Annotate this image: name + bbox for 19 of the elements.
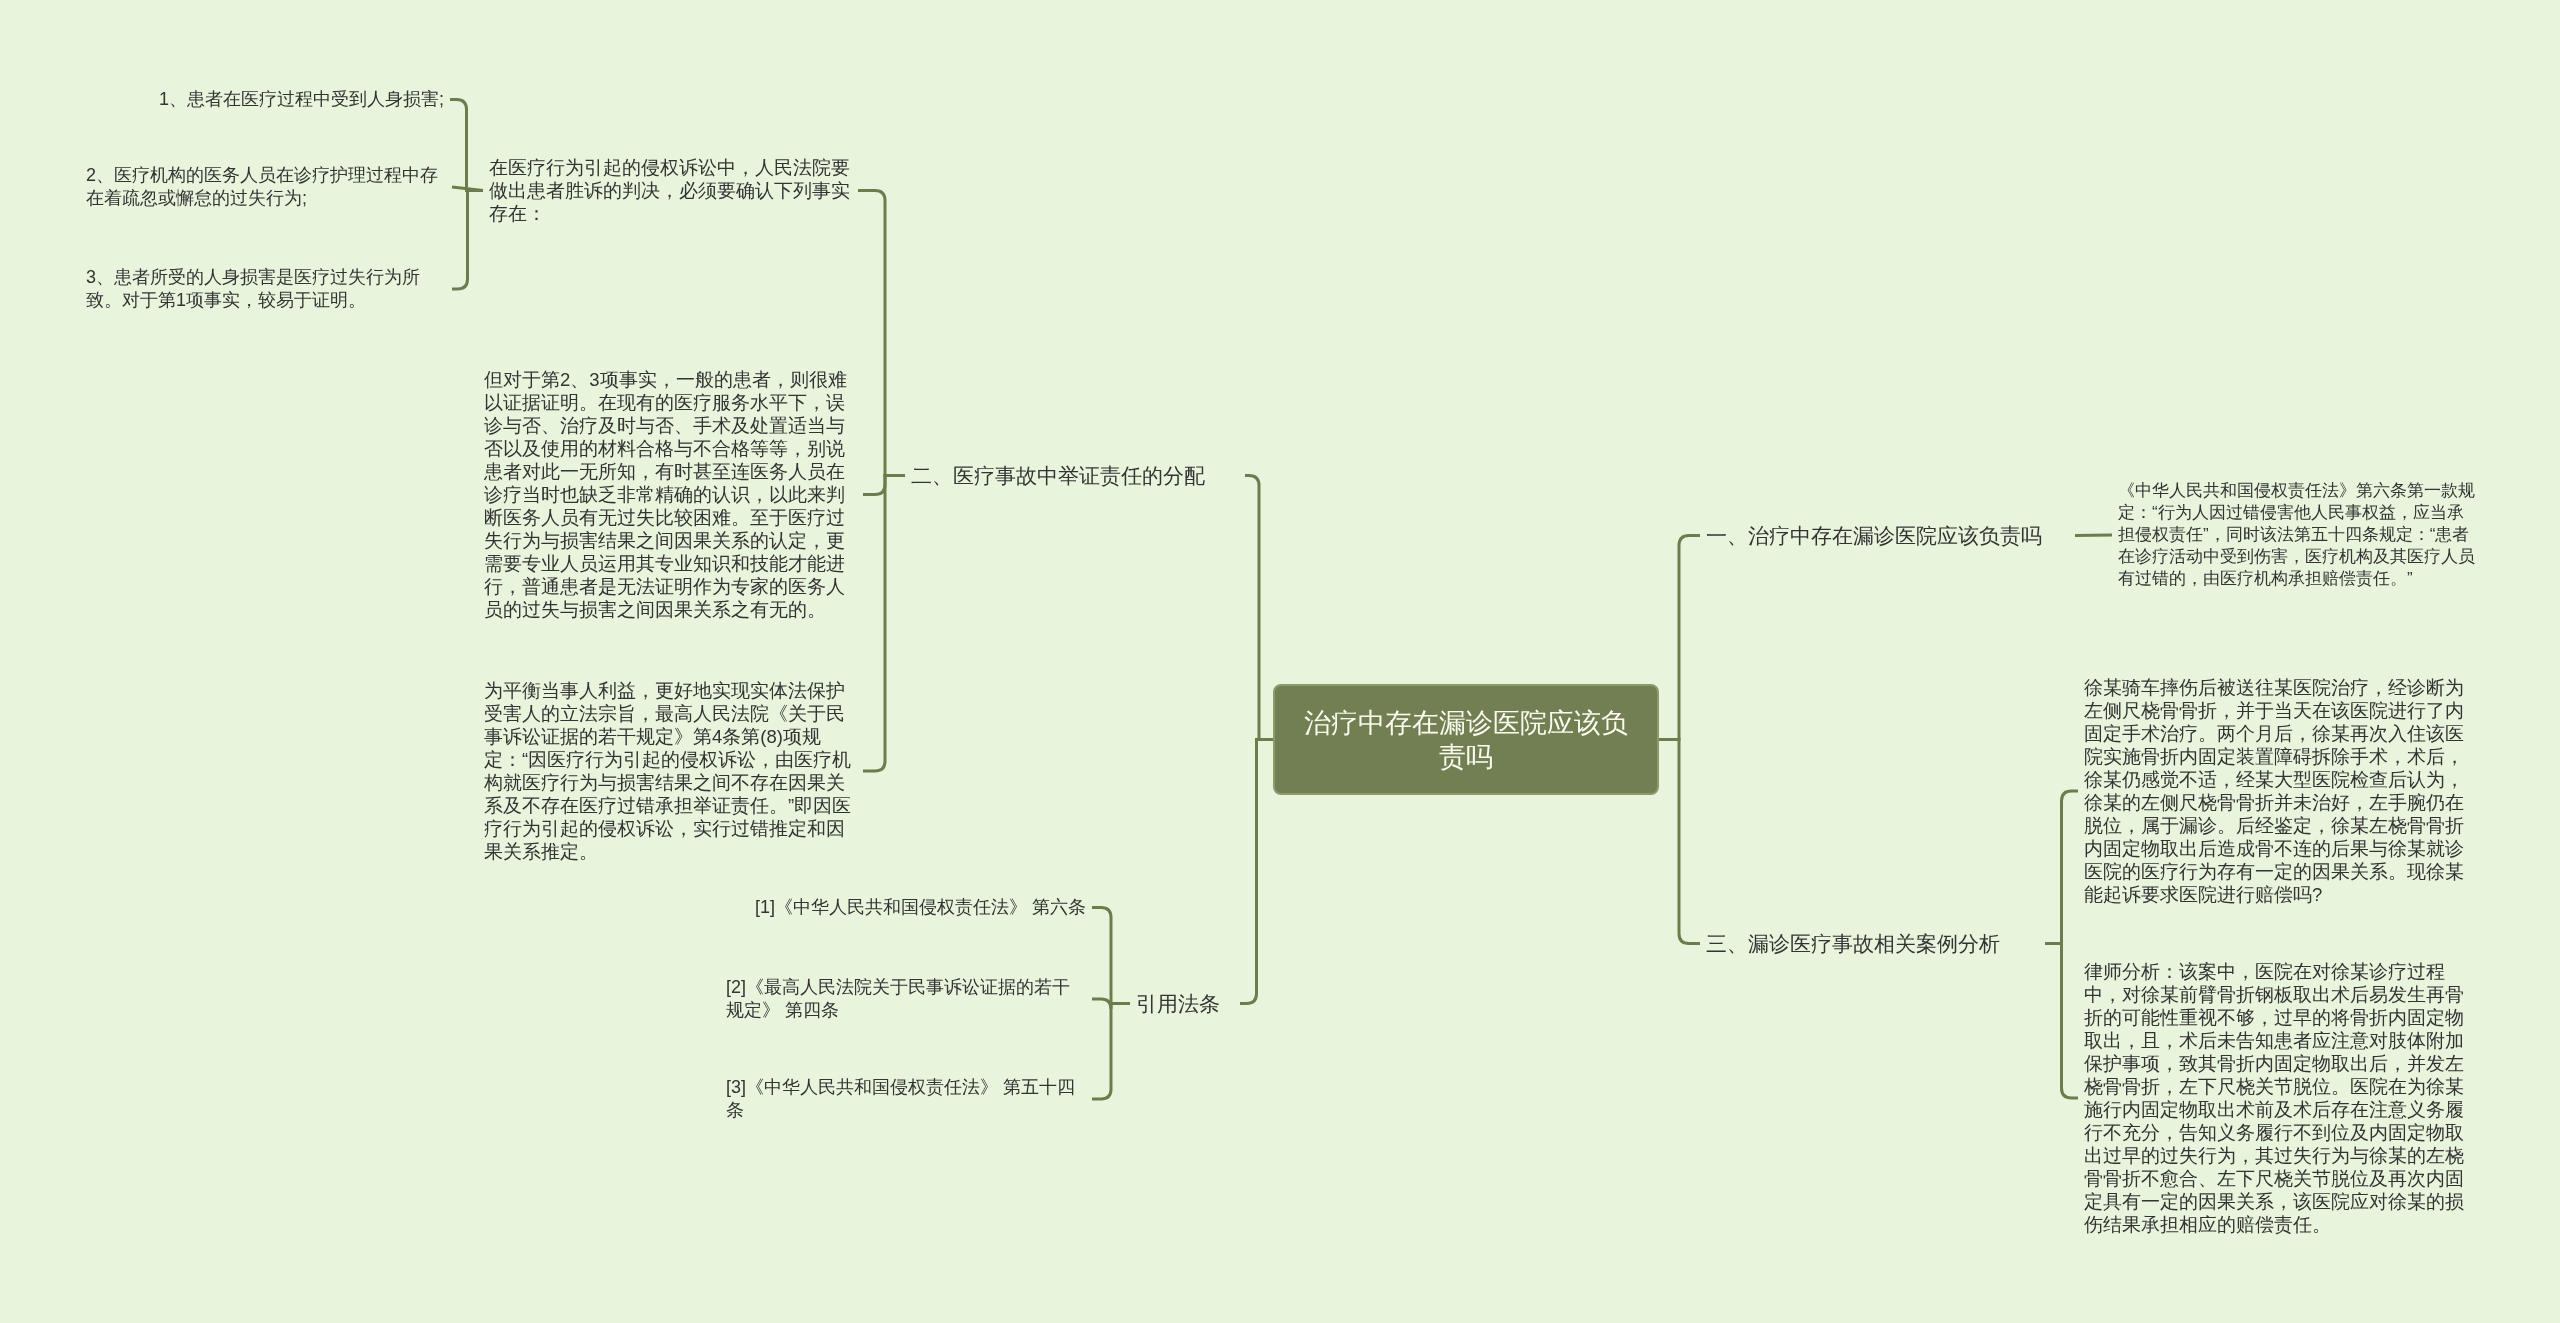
central-topic-box	[1273, 684, 1659, 795]
topic-text: 《中华人民共和国侵权责任法》第六条第一款规定：“行为人因过错侵害他人民事权益，应当承担侵权责任”，同时该法第五十四条规定：“患者在诊疗活动中受到伤害，医疗机构及其医疗人员有过错的，由医疗机构承担赔偿责任。”	[2118, 480, 2476, 590]
topic-text: 2、医疗机构的医务人员在诊疗护理过程中存在着疏忽或懈怠的过失行为;	[86, 164, 439, 210]
topic-text: 为平衡当事人利益，更好地实现实体法保护受害人的立法宗旨，最高人民法院《关于民事诉讼证据的若干规定》第4条第(8)项规定：“因医疗行为引起的侵权诉讼，由医疗机构就医疗行为与损害结果之间不存在因果关系及不存在医疗过错承担举证责任。”即因医疗行为引起的侵权诉讼，实行过错推定和因果关系推定。	[484, 679, 853, 863]
topic-text: 1、患者在医疗过程中受到人身损害;	[158, 88, 444, 111]
topic-text: [2]《最高人民法院关于民事诉讼证据的若干规定》 第四条	[726, 976, 1071, 1022]
topic-text: 律师分析：该案中，医院在对徐某诊疗过程中，对徐某前臂骨折钢板取出术后易发生再骨折的可能性重视不够，过早的将骨折内固定物取出，且，术后未告知患者应注意对肢体附加保护事项，致其骨折内固定物取出后，并发左桡骨骨折，左下尺桡关节脱位。医院在为徐某施行内固定物取出术前及术后存在注意义务履行不充分，告知义务履行不到位及内固定物取出过早的过失行为，其过失行为与徐某的左桡骨骨折不愈合、左下尺桡关节脱位及再次内固定具有一定的因果关系，该医院应对徐某的损伤结果承担相应的赔偿责任。	[2084, 960, 2465, 1236]
topic-text: 3、患者所受的人身损害是医疗过失行为所致。对于第1项事实，较易于证明。	[86, 266, 421, 312]
topic-text: [1]《中华人民共和国侵权责任法》 第六条	[754, 896, 1086, 919]
topic-text: 但对于第2、3项事实，一般的患者，则很难以证据证明。在现有的医疗服务水平下，误诊与否、治疗及时与否、手术及处置适当与否以及使用的材料合格与不合格等等，别说患者对此一无所知，有时甚至连医务人员在诊疗当时也缺乏非常精确的认识，以此来判断医务人员有无过失比较困难。至于医疗过失行为与损害结果之间因果关系的认定，更需要专业人员运用其专业知识和技能才能进行，普通患者是无法证明作为专家的医务人员的过失与损害之间因果关系之有无的。	[484, 368, 848, 621]
branch-topic: 一、治疗中存在漏诊医院应该负责吗	[1706, 523, 2043, 549]
branch-topic: 三、漏诊医疗事故相关案例分析	[1706, 931, 2001, 957]
connector-line	[2074, 533, 2113, 537]
topic-text: [3]《中华人民共和国侵权责任法》 第五十四条	[726, 1076, 1076, 1122]
branch-topic: 二、医疗事故中举证责任的分配	[911, 463, 1206, 489]
central-topic: 治疗中存在漏诊医院应该负责吗	[1303, 706, 1629, 774]
topic-text: 在医疗行为引起的侵权诉讼中，人民法院要做出患者胜诉的判决，必须要确认下列事实存在：	[489, 156, 851, 225]
topic-text: 徐某骑车摔伤后被送往某医院治疗，经诊断为左侧尺桡骨骨折，并于当天在该医院进行了内固定手术治疗。两个月后，徐某再次入住该医院实施骨折内固定装置障碍拆除手术，术后，徐某仍感觉不适，经某大型医院检查后认为，徐某的左侧尺桡骨骨折并未治好，左手腕仍在脱位，属于漏诊。后经鉴定，徐某左桡骨骨折内固定物取出后造成骨不连的后果与徐某就诊医院的医疗行为存有一定的因果关系。现徐某能起诉要求医院进行赔偿吗?	[2084, 676, 2465, 906]
branch-topic: 引用法条	[1136, 991, 1221, 1017]
